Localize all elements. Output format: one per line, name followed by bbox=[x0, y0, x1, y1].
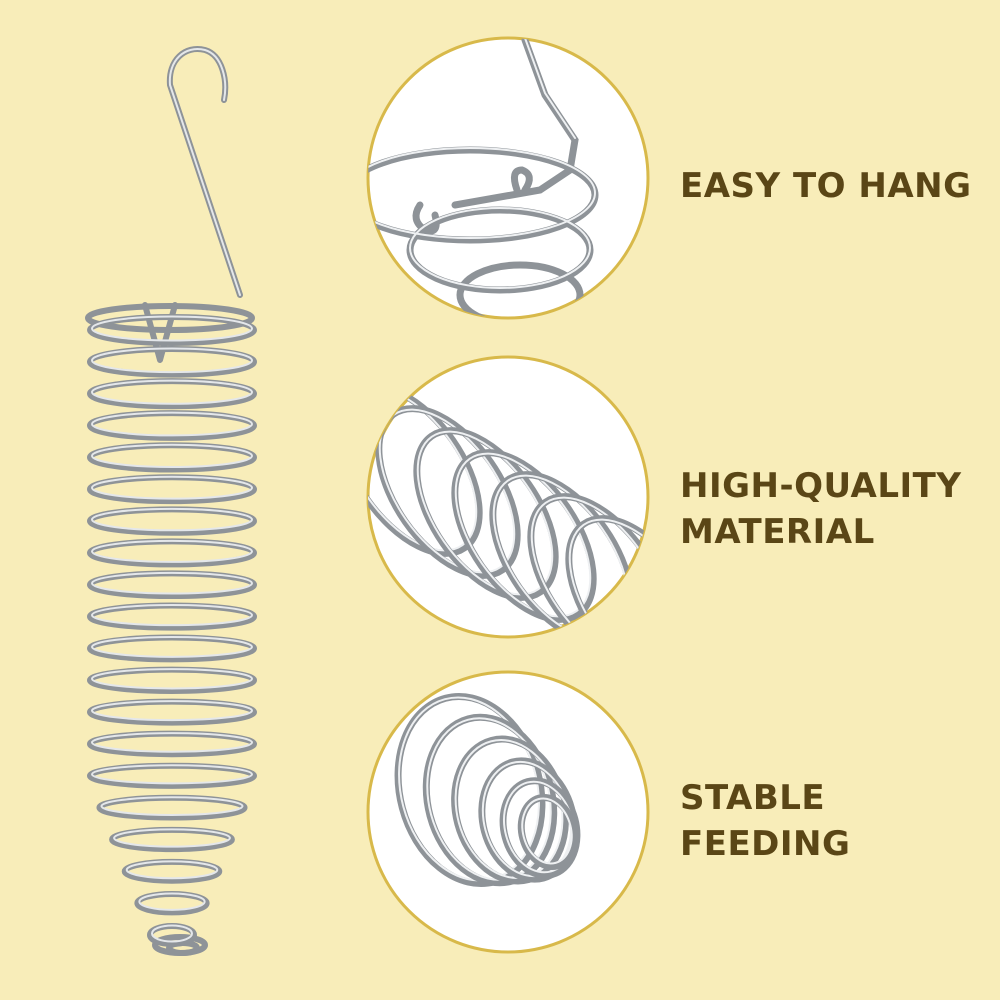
feature-label-line: HIGH-QUALITY bbox=[680, 466, 962, 506]
feature-label-high-quality-material: HIGH-QUALITY MATERIAL bbox=[680, 463, 962, 555]
feature-label-line: EASY TO HANG bbox=[680, 166, 972, 206]
feeder-hook bbox=[166, 46, 243, 298]
feature-label-easy-to-hang: EASY TO HANG bbox=[680, 163, 972, 209]
cone-closeup-image bbox=[366, 670, 650, 954]
feature-label-line: STABLE bbox=[680, 778, 826, 818]
hook-closeup-image bbox=[366, 36, 650, 320]
feature-label-line: MATERIAL bbox=[680, 512, 875, 552]
spiral-feeder-image bbox=[85, 46, 257, 956]
feature-label-line: FEEDING bbox=[680, 824, 851, 864]
coil-closeup-image bbox=[366, 355, 650, 639]
feature-label-stable-feeding: STABLE FEEDING bbox=[680, 775, 850, 867]
